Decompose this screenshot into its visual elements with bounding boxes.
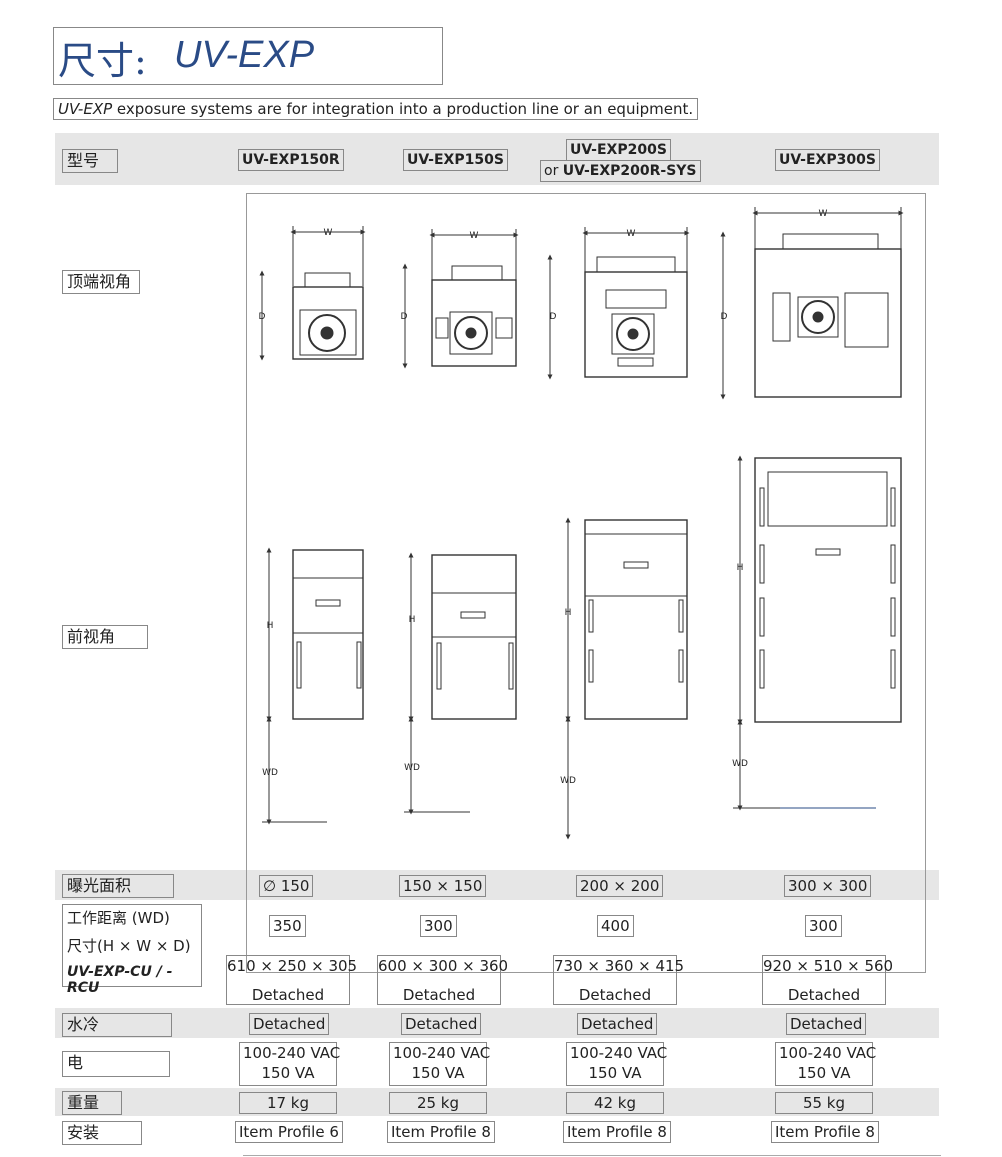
top-view-150r [259,226,366,361]
model-2: UV-EXP150S [403,149,508,171]
cu-4: Detached [787,986,861,1004]
label-top-view: 顶端视角 [62,270,140,294]
drawing-frame [246,193,926,973]
label-group-wd-dims: 工作距离 (WD) 尺寸(H × W × D) UV-EXP-CU / -RCU [62,904,202,996]
water-1: Detached [249,1013,330,1035]
exposure-4: 300 × 300 [784,875,872,897]
dim-h-2: H [409,615,416,625]
dim-d-3: D [550,312,557,322]
label-front-view: 前视角 [62,625,148,649]
mount-2: Item Profile 8 [387,1121,495,1143]
mount-4: Item Profile 8 [771,1121,879,1143]
model-1: UV-EXP150R [238,149,344,171]
dim-d-2: D [401,312,408,322]
top-view-200s [547,227,690,380]
va-1: 150 VA [261,1064,315,1082]
front-view-150r [262,547,364,825]
dim-d-4: D [721,312,728,322]
title-cn: 尺寸: [58,39,147,83]
dims-3-hwd: 730 × 360 × 415 [554,957,685,975]
model-3-alt: or UV-EXP200R-SYS [540,160,701,182]
dims-4: 920 × 510 × 560 Detached [762,955,894,1005]
label-work-distance: 工作距离 (WD) [67,909,170,927]
dim-w-1: W [324,228,333,238]
dims-2-hwd: 600 × 300 × 360 [378,957,509,975]
cu-2: Detached [402,986,476,1004]
dim-wd-1: WD [262,768,278,778]
dim-d-1: D [259,312,266,322]
dim-h-1: H [267,621,274,631]
exposure-1: ∅ 150 [259,875,314,897]
voltage-3: 100-240 VAC [570,1044,668,1062]
label-power: 电 [62,1051,170,1077]
voltage-4: 100-240 VAC [779,1044,877,1062]
wd-1: 350 [269,915,306,937]
dims-1: 610 × 250 × 305 Detached [226,955,358,1005]
dim-h-3: H [565,608,572,618]
dims-2: 600 × 300 × 360 Detached [377,955,509,1005]
label-mounting: 安装 [62,1121,142,1145]
weight-2: 25 kg [389,1092,487,1114]
power-3: 100-240 VAC 150 VA [566,1042,668,1086]
exposure-3: 200 × 200 [576,875,664,897]
front-view-300s [733,455,902,811]
va-3: 150 VA [588,1064,642,1082]
page-title: 尺寸: UV-EXP [53,27,443,85]
va-4: 150 VA [797,1064,851,1082]
dim-wd-4: WD [732,759,748,769]
cu-1: Detached [251,986,325,1004]
bottom-rule [243,1155,941,1156]
wd-4: 300 [805,915,842,937]
dims-3: 730 × 360 × 415 Detached [553,955,685,1005]
voltage-1: 100-240 VAC [243,1044,341,1062]
model-band [55,133,939,185]
top-view-300s [720,207,904,400]
label-model: 型号 [62,149,118,173]
label-control-unit: UV-EXP-CU / -RCU [67,964,173,996]
model-3-alt-name: UV-EXP200R-SYS [562,163,697,179]
water-3: Detached [577,1013,658,1035]
water-2: Detached [401,1013,482,1035]
title-model: UV-EXP [174,34,315,76]
top-view-150s [402,229,519,369]
power-1: 100-240 VAC 150 VA [239,1042,341,1086]
dim-h-4: H [737,563,744,573]
mount-3: Item Profile 8 [563,1121,671,1143]
wd-3: 400 [597,915,634,937]
model-4: UV-EXP300S [775,149,880,171]
subtitle-text: exposure systems are for integration int… [112,100,694,118]
weight-1: 17 kg [239,1092,337,1114]
label-dimensions: 尺寸(H × W × D) [67,937,191,955]
front-view-150s [404,552,517,815]
water-4: Detached [786,1013,867,1035]
mount-1: Item Profile 6 [235,1121,343,1143]
power-2: 100-240 VAC 150 VA [389,1042,491,1086]
subtitle: UV-EXP exposure systems are for integrat… [53,98,699,120]
exposure-2: 150 × 150 [399,875,487,897]
dim-w-3: W [627,229,636,239]
dim-wd-2: WD [404,763,420,773]
label-water-cooling: 水冷 [62,1013,172,1037]
voltage-2: 100-240 VAC [393,1044,491,1062]
label-exposure-area: 曝光面积 [62,874,174,898]
label-weight: 重量 [62,1091,122,1115]
dim-wd-3: WD [560,776,576,786]
subtitle-model: UV-EXP [58,100,113,118]
wd-2: 300 [420,915,457,937]
power-4: 100-240 VAC 150 VA [775,1042,877,1086]
model-3-alt-prefix: or [544,163,563,179]
front-view-200s [565,517,688,840]
cu-3: Detached [578,986,652,1004]
dim-w-2: W [470,231,479,241]
weight-4: 55 kg [775,1092,873,1114]
dims-1-hwd: 610 × 250 × 305 [227,957,358,975]
dims-4-hwd: 920 × 510 × 560 [763,957,894,975]
va-2: 150 VA [411,1064,465,1082]
weight-3: 42 kg [566,1092,664,1114]
dim-w-4: W [819,209,828,219]
